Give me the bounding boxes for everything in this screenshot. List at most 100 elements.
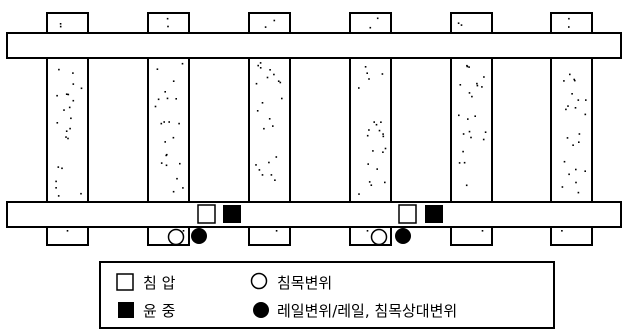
concrete-speckle: [462, 150, 464, 153]
concrete-speckle: [257, 64, 259, 67]
concrete-speckle: [382, 133, 384, 135]
concrete-speckle: [573, 78, 575, 81]
concrete-speckle: [255, 82, 258, 85]
concrete-speckle: [563, 80, 565, 82]
concrete-speckle: [463, 161, 466, 164]
legend-label-pressure: 침 압: [143, 274, 176, 292]
concrete-speckle: [255, 164, 257, 166]
concrete-speckle: [382, 151, 384, 153]
concrete-speckle: [69, 127, 71, 130]
legend-filled-square-icon: [118, 302, 134, 318]
concrete-speckle: [561, 186, 564, 188]
concrete-speckle: [277, 80, 280, 82]
concrete-speckle: [584, 170, 586, 172]
concrete-speckle: [584, 113, 587, 116]
open-circle-marker: [370, 228, 388, 246]
concrete-speckle: [376, 168, 378, 170]
concrete-speckle: [160, 122, 163, 125]
concrete-speckle: [571, 93, 573, 95]
concrete-speckle: [458, 162, 461, 164]
concrete-speckle: [281, 97, 283, 100]
concrete-speckle: [470, 136, 472, 139]
concrete-speckle: [261, 102, 264, 104]
concrete-speckle: [65, 136, 67, 138]
concrete-speckle: [270, 174, 273, 176]
concrete-speckle: [68, 106, 71, 109]
concrete-speckle: [63, 109, 65, 111]
legend-filled-circle-icon: [253, 302, 269, 318]
concrete-speckle: [266, 76, 269, 79]
concrete-speckle: [467, 118, 469, 120]
concrete-speckle: [578, 133, 581, 135]
concrete-speckle: [263, 127, 265, 130]
concrete-speckle: [274, 179, 276, 181]
concrete-speckle: [483, 76, 485, 78]
concrete-speckle: [269, 69, 271, 71]
concrete-speckle: [259, 67, 262, 69]
concrete-speckle: [163, 121, 165, 123]
concrete-speckle: [61, 167, 63, 170]
concrete-speckle: [568, 26, 570, 28]
concrete-speckle: [59, 25, 62, 28]
concrete-speckle: [55, 187, 57, 189]
concrete-speckle: [384, 147, 387, 150]
concrete-speckle: [256, 110, 259, 112]
concrete-speckle: [368, 129, 370, 131]
concrete-speckle: [72, 83, 75, 85]
concrete-speckle: [167, 25, 169, 28]
concrete-speckle: [164, 91, 166, 93]
concrete-speckle: [268, 118, 271, 120]
legend-open-square-icon: [116, 273, 134, 291]
concrete-speckle: [80, 192, 82, 195]
concrete-speckle: [380, 121, 382, 123]
concrete-speckle: [275, 230, 278, 232]
concrete-speckle: [279, 81, 282, 84]
concrete-speckle: [457, 22, 460, 24]
concrete-speckle: [172, 80, 175, 82]
concrete-speckle: [56, 122, 59, 124]
legend-label-sleeper-displacement: 침목변위: [277, 274, 332, 292]
concrete-speckle: [569, 73, 571, 76]
concrete-speckle: [56, 94, 58, 97]
filled-circle-marker: [395, 228, 411, 244]
concrete-speckle: [70, 117, 72, 120]
concrete-speckle: [565, 108, 567, 111]
concrete-speckle: [154, 105, 157, 108]
concrete-speckle: [166, 97, 169, 100]
concrete-speckle: [273, 19, 276, 22]
concrete-speckle: [574, 107, 577, 109]
open-circle-marker: [167, 228, 185, 246]
concrete-speckle: [58, 68, 60, 71]
concrete-speckle: [264, 26, 267, 28]
concrete-speckle: [567, 105, 569, 107]
concrete-speckle: [373, 121, 375, 123]
concrete-speckle: [165, 154, 167, 157]
concrete-speckle: [165, 164, 168, 167]
concrete-speckle: [585, 99, 587, 101]
concrete-speckle: [481, 86, 483, 88]
concrete-speckle: [182, 230, 185, 232]
concrete-speckle: [372, 150, 374, 152]
filled-circle-marker: [191, 228, 207, 244]
concrete-speckle: [568, 17, 570, 20]
legend-label-wheel-load: 윤 중: [143, 302, 175, 320]
concrete-speckle: [178, 122, 180, 125]
open-square-marker: [197, 204, 216, 224]
concrete-speckle: [59, 23, 62, 25]
concrete-speckle: [66, 230, 69, 232]
concrete-speckle: [384, 181, 386, 184]
legend: 침 압 윤 중 침목변위 레일변위/레일, 침목상대변위: [99, 261, 555, 329]
concrete-speckle: [369, 26, 372, 29]
top-rail: [6, 32, 622, 59]
concrete-speckle: [468, 130, 471, 133]
concrete-speckle: [466, 65, 469, 68]
concrete-speckle: [364, 66, 367, 68]
concrete-speckle: [484, 131, 487, 133]
concrete-speckle: [577, 99, 580, 101]
concrete-speckle: [572, 144, 574, 146]
legend-box: [99, 261, 555, 329]
concrete-speckle: [561, 230, 563, 232]
concrete-speckle: [57, 166, 60, 168]
concrete-speckle: [465, 184, 468, 187]
